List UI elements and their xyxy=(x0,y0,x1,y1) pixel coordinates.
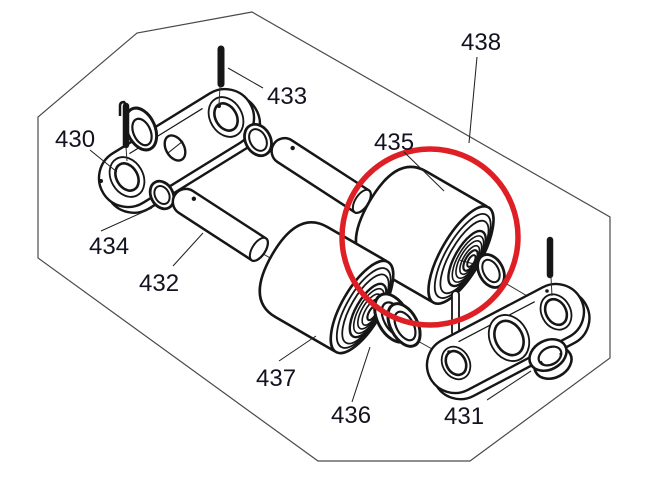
pin-left-hook xyxy=(118,100,128,116)
leader-431 xyxy=(486,370,532,401)
shaft-upper xyxy=(270,136,372,214)
leader-434 xyxy=(100,207,153,232)
bushing-431-bore-depth xyxy=(540,352,562,367)
plate-left-bushing-inner xyxy=(131,117,153,147)
plate-right-pin-dimple-1 xyxy=(447,350,451,354)
o-ring-upper xyxy=(243,122,273,158)
part-labels: 430 433 438 435 434 432 437 436 431 xyxy=(55,29,501,430)
plate-left-pin-dimple-2 xyxy=(217,104,221,108)
leader-lines xyxy=(89,56,532,403)
leader-436 xyxy=(351,346,371,403)
roller-435-bearing-3 xyxy=(455,240,483,279)
plate-right-hole-right xyxy=(543,297,569,327)
link-plate-right xyxy=(425,282,591,401)
part-label-432: 432 xyxy=(139,270,179,297)
part-label-431: 431 xyxy=(444,403,484,430)
shaft-432-end-face xyxy=(248,236,269,262)
part-label-435: 435 xyxy=(374,129,414,156)
leader-438 xyxy=(468,56,478,144)
pin-right xyxy=(546,236,554,297)
plate-left-hole-lower xyxy=(114,162,140,192)
leader-433 xyxy=(227,67,264,89)
plate-right-pin-dimple-2 xyxy=(545,289,549,293)
pin-433 xyxy=(217,45,225,106)
highlight-circle-435 xyxy=(339,146,521,328)
shaft-432-hole xyxy=(191,196,197,201)
o-ring-right xyxy=(476,253,506,289)
leader-435 xyxy=(403,151,445,192)
slotted-pin-body xyxy=(451,290,460,337)
o-ring-434 xyxy=(148,179,176,211)
retaining-pin-left xyxy=(118,100,130,162)
part-label-430: 430 xyxy=(55,126,95,153)
drawing-border xyxy=(37,11,611,462)
plate-right-hole-center xyxy=(493,319,525,357)
part-label-436: 436 xyxy=(331,402,371,429)
plate-left-slot-tick xyxy=(167,140,184,154)
part-label-434: 434 xyxy=(89,233,129,260)
roller-437 xyxy=(258,221,395,355)
leader-430 xyxy=(89,149,118,173)
leader-437 xyxy=(278,335,317,362)
part-label-438: 438 xyxy=(461,29,501,56)
shaft-upper-hole xyxy=(290,145,295,151)
link-plate-left xyxy=(97,87,262,214)
pin-433-guide xyxy=(218,85,221,106)
pin-right-guide xyxy=(550,276,553,297)
shaft-432 xyxy=(171,187,269,262)
roller-435-bore xyxy=(466,254,477,268)
roller-437-barrel xyxy=(258,221,388,353)
part-label-437: 437 xyxy=(256,365,296,392)
leader-432 xyxy=(172,232,204,267)
part-label-433: 433 xyxy=(267,83,307,110)
bushing-431 xyxy=(528,337,573,381)
plate-left-pin-dimple-1 xyxy=(99,179,103,183)
pin-left-guide xyxy=(125,146,128,162)
